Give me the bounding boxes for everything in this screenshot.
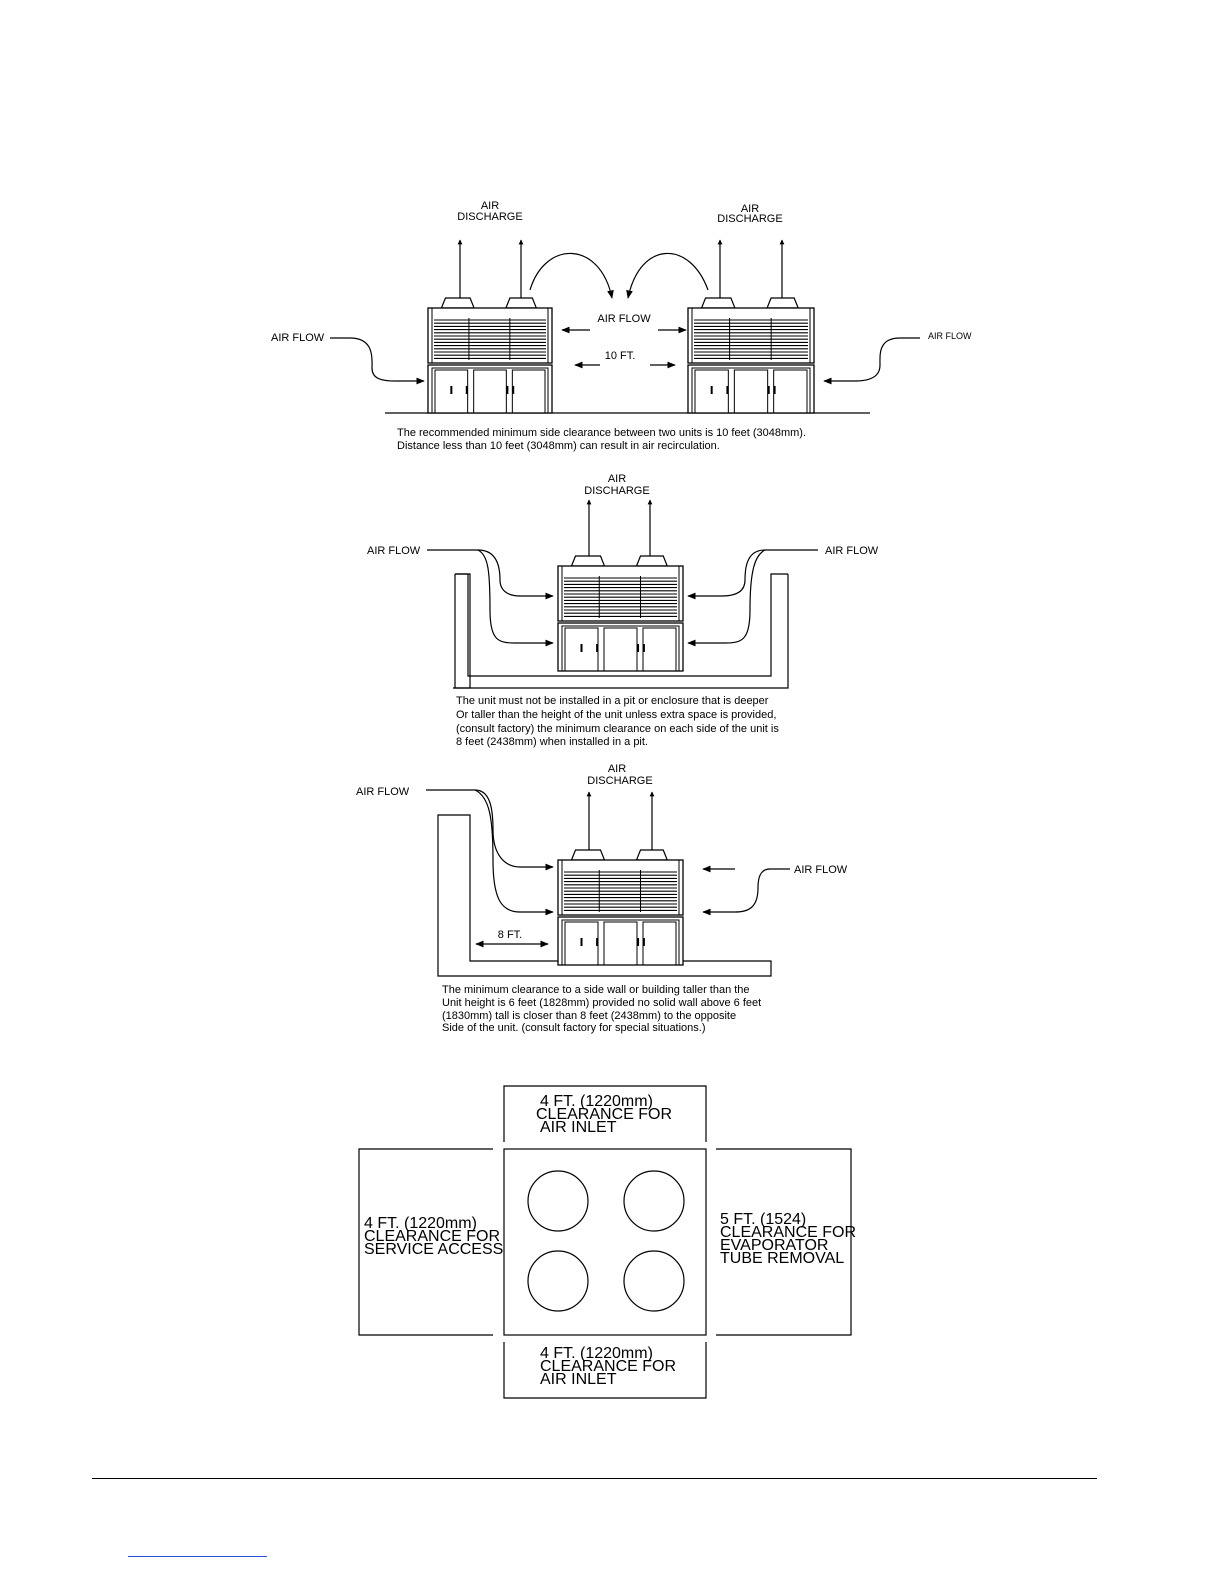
- bottom-clearance-label: 4 FT. (1220mm): [540, 1345, 653, 1362]
- left-clearance-box: [358, 1148, 493, 1336]
- air-flow-label: AIR FLOW: [597, 313, 651, 325]
- fan-circle: [527, 1170, 589, 1232]
- caption-line: Unit height is 6 feet (1828mm) provided …: [442, 997, 761, 1009]
- plan-view-clearances: 4 FT. (1220mm) CLEARANCE FOR AIR INLET 4…: [358, 1085, 856, 1399]
- recirculation-arrow: [529, 252, 614, 299]
- fan-shroud: [440, 297, 475, 309]
- left-clearance-label: SERVICE ACCESS: [364, 1241, 503, 1258]
- left-clearance-label: 4 FT. (1220mm): [364, 1215, 477, 1232]
- top-clearance-label: CLEARANCE FOR: [536, 1106, 672, 1123]
- caption-line: 8 feet (2438mm) when installed in a pit.: [456, 736, 648, 748]
- fan-circle: [623, 1250, 685, 1312]
- airflow-arrow: [823, 337, 920, 385]
- air-discharge-label: AIR: [481, 200, 499, 212]
- air-discharge-label: AIR: [608, 473, 626, 485]
- caption-line: The unit must not be installed in a pit …: [456, 695, 769, 707]
- caption-line: The recommended minimum side clearance b…: [397, 427, 806, 439]
- footer-link-underline: [128, 1556, 267, 1557]
- fan-circle: [623, 1170, 685, 1232]
- fan-shroud: [570, 849, 606, 861]
- airflow-arrow: [687, 549, 818, 600]
- air-flow-label: AIR FLOW: [794, 864, 848, 876]
- fan-shroud: [505, 297, 538, 309]
- airflow-arrow: [426, 789, 554, 871]
- footer-rule: [92, 1478, 1097, 1479]
- cabinet-section: [427, 364, 553, 414]
- access-panel: [603, 627, 638, 672]
- airflow-arrow: [427, 549, 554, 600]
- air-discharge-label: AIR: [608, 763, 626, 775]
- caption-line: Or taller than the height of the unit un…: [456, 709, 776, 721]
- air-flow-label: AIR FLOW: [928, 331, 972, 341]
- top-clearance-label: 4 FT. (1220mm): [540, 1093, 653, 1110]
- left-clearance-label: CLEARANCE FOR: [364, 1228, 500, 1245]
- air-discharge-label: DISCHARGE: [587, 775, 652, 787]
- right-clearance-box: [716, 1148, 852, 1336]
- access-panel: [603, 921, 638, 966]
- air-flow-label: AIR FLOW: [271, 332, 325, 344]
- condensing-unit: [687, 297, 815, 414]
- top-clearance-label: AIR INLET: [540, 1119, 617, 1136]
- air-flow-label: AIR FLOW: [367, 545, 421, 557]
- bottom-clearance-label: AIR INLET: [540, 1371, 617, 1388]
- air-discharge-label: DISCHARGE: [717, 213, 782, 225]
- air-discharge-label: DISCHARGE: [457, 211, 522, 223]
- airflow-arrow: [702, 868, 790, 916]
- fan-shroud: [766, 297, 800, 309]
- recirculation-arrow: [626, 252, 709, 299]
- right-clearance-label: 5 FT. (1524): [720, 1211, 806, 1228]
- access-panel: [473, 369, 507, 414]
- pit-outline: [454, 573, 789, 689]
- air-discharge-label: DISCHARGE: [584, 485, 649, 497]
- diagram-side-wall: AIR DISCHARGE AIR FLOW AIR FLOW 8 FT. Th…: [356, 763, 848, 1034]
- diagram-two-units: AIR DISCHARGE AIR DISCHARGE AIR FLOW AIR…: [271, 200, 972, 452]
- access-panel: [733, 369, 769, 414]
- condensing-unit: [427, 297, 553, 414]
- top-clearance-box: [503, 1085, 707, 1142]
- caption-line: (consult factory) the minimum clearance …: [456, 723, 779, 735]
- caption-line: Side of the unit. (consult factory for s…: [442, 1022, 706, 1034]
- condensing-unit: [557, 849, 684, 966]
- right-clearance-label: EVAPORATOR: [720, 1237, 828, 1254]
- right-clearance-label: CLEARANCE FOR: [720, 1224, 856, 1241]
- condensing-unit: [557, 555, 684, 672]
- cabinet-section: [687, 364, 815, 414]
- bottom-clearance-box: [503, 1342, 707, 1399]
- fan-shroud: [700, 297, 736, 309]
- cabinet-section: [557, 916, 684, 966]
- fan-shroud: [570, 555, 606, 567]
- distance-label: 10 FT.: [605, 350, 636, 362]
- airflow-arrow: [330, 337, 425, 385]
- airflow-arrow: [477, 549, 554, 647]
- right-clearance-label: TUBE REMOVAL: [720, 1250, 844, 1267]
- fan-shroud: [635, 555, 669, 567]
- airflow-arrow: [687, 549, 766, 647]
- distance-label: 8 FT.: [498, 929, 522, 941]
- unit-footprint: [503, 1148, 707, 1336]
- bottom-clearance-label: CLEARANCE FOR: [540, 1358, 676, 1375]
- fan-shroud: [635, 849, 669, 861]
- airflow-arrow: [474, 789, 554, 916]
- caption-line: The minimum clearance to a side wall or …: [442, 984, 750, 996]
- air-discharge-label: AIR: [741, 203, 759, 215]
- diagram-pit: AIR DISCHARGE AIR FLOW AIR FLOW The unit…: [367, 473, 879, 748]
- wall-and-slab: [437, 814, 772, 977]
- caption-line: (1830mm) tall is closer than 8 feet (243…: [442, 1010, 736, 1022]
- fan-circle: [527, 1250, 589, 1312]
- air-flow-label: AIR FLOW: [356, 786, 410, 798]
- cabinet-section: [557, 622, 684, 672]
- caption-line: Distance less than 10 feet (3048mm) can …: [397, 440, 720, 452]
- air-flow-label: AIR FLOW: [825, 545, 879, 557]
